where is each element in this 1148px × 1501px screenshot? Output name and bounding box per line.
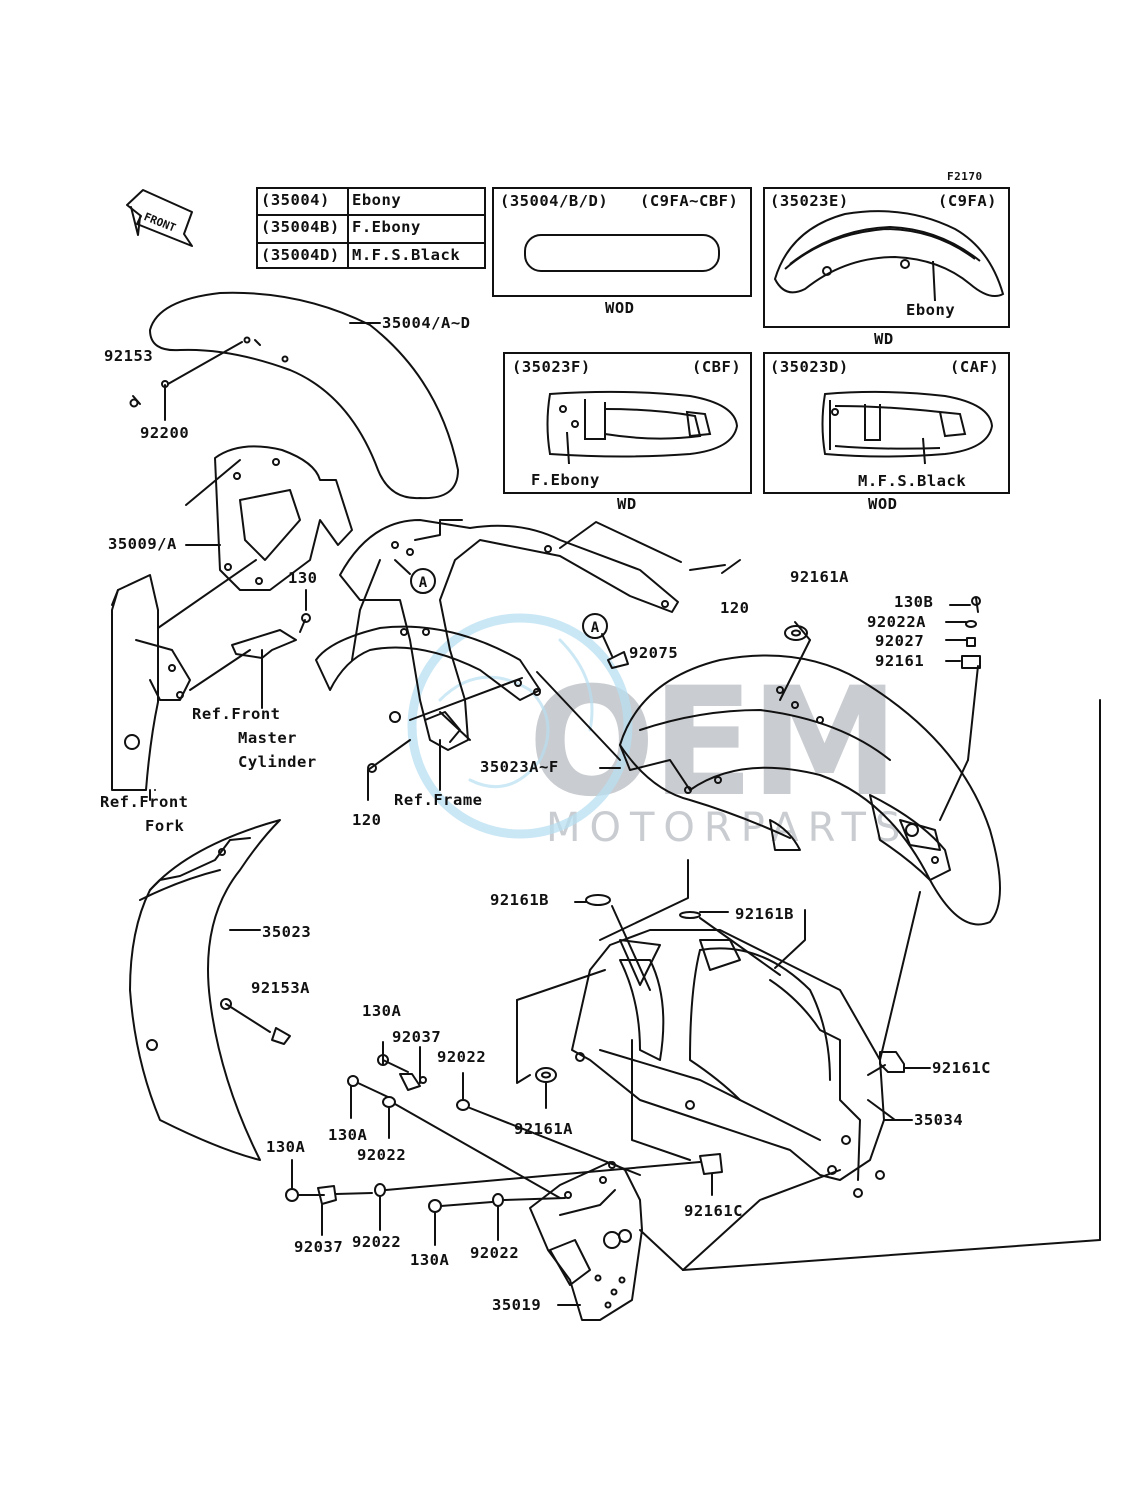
part-label-92027: 92027	[875, 632, 925, 650]
part-label-92161a-top: 92161A	[790, 568, 849, 586]
part-label-35023: 35023	[262, 923, 312, 941]
color-name-1: Ebony	[352, 191, 402, 209]
inset-2-caption: WD	[874, 330, 894, 348]
ref-front-master-cylinder-3: Cylinder	[238, 753, 317, 771]
rear-fender-febony-icon	[546, 390, 739, 465]
ref-frame: Ref.Frame	[394, 791, 483, 809]
part-label-92022a: 92022A	[867, 613, 926, 631]
part-label-92161c-bottom: 92161C	[684, 1202, 743, 1220]
inset-box-35023d	[763, 352, 1010, 494]
part-label-92037-2: 92037	[294, 1238, 344, 1256]
part-label-92022-4: 92022	[470, 1244, 520, 1262]
part-label-130a-3: 130A	[266, 1138, 306, 1156]
color-code-1: (35004)	[261, 191, 330, 209]
part-label-35019: 35019	[492, 1296, 542, 1314]
part-label-35023a-f: 35023A~F	[480, 758, 559, 776]
inset-1-caption: WOD	[605, 299, 635, 317]
part-label-130a-1: 130A	[362, 1002, 402, 1020]
ref-front-fork-2: Fork	[145, 817, 185, 835]
part-label-92153a: 92153A	[251, 979, 310, 997]
part-label-92161: 92161	[875, 652, 925, 670]
ref-a-marker-1: A	[419, 575, 428, 591]
inset-2-inner-label: Ebony	[906, 301, 956, 319]
part-label-92037-1: 92037	[392, 1028, 442, 1046]
inset-4-caption: WOD	[868, 495, 898, 513]
front-fork-shape	[111, 574, 191, 791]
part-label-120-bottom: 120	[352, 811, 382, 829]
watermark-subtitle: MOTORPARTS	[546, 805, 910, 851]
color-name-3: M.F.S.Black	[352, 246, 461, 264]
part-label-35004: 35004/A~D	[382, 314, 471, 332]
inset-1-code: (35004/B/D)	[500, 192, 609, 210]
rear-fender-ebony-icon	[773, 210, 1005, 302]
part-label-92161a-bottom: 92161A	[514, 1120, 573, 1138]
grommet-92161b-right	[679, 911, 701, 919]
part-label-130: 130	[288, 569, 318, 587]
inset-box-35023f	[503, 352, 752, 494]
inset-3-code: (35023F)	[512, 358, 591, 376]
part-label-120-top: 120	[720, 599, 750, 617]
part-label-35009: 35009/A	[108, 535, 177, 553]
inset-3-inner-label: F.Ebony	[531, 471, 600, 489]
inset-2-variant: (C9FA)	[938, 192, 997, 210]
ref-front-fork-1: Ref.Front	[100, 793, 189, 811]
inset-2-code: (35023E)	[770, 192, 849, 210]
color-code-2: (35004B)	[261, 218, 340, 236]
color-code-3: (35004D)	[261, 246, 340, 264]
inset-3-variant: (CBF)	[692, 358, 742, 376]
rear-fender-inner-shape	[571, 929, 885, 1198]
ref-a-circle-1	[410, 568, 436, 594]
inner-fender-35023-shape	[129, 819, 281, 1161]
rear-fender-shape	[619, 654, 1001, 926]
part-label-130a-4: 130A	[410, 1251, 450, 1269]
frame-shape	[315, 519, 679, 751]
part-label-92200: 92200	[140, 424, 190, 442]
front-arrow-icon	[126, 189, 193, 247]
inset-1-variant: (C9FA~CBF)	[640, 192, 739, 210]
ref-a-marker-2: A	[591, 620, 600, 636]
part-label-130b: 130B	[894, 593, 934, 611]
inset-4-variant: (CAF)	[950, 358, 1000, 376]
part-label-130a-2: 130A	[328, 1126, 368, 1144]
fender-bracket-shape	[214, 445, 353, 591]
stripe-decal-shape	[524, 234, 720, 272]
ref-front-master-cylinder-2: Master	[238, 729, 297, 747]
part-label-92153: 92153	[104, 347, 154, 365]
part-label-92161b-left: 92161B	[490, 891, 549, 909]
figure-code: F2170	[947, 170, 983, 183]
front-arrow-label: FRONT	[142, 210, 178, 235]
front-fender-shape	[149, 291, 459, 500]
inset-4-code: (35023D)	[770, 358, 849, 376]
inset-box-35023e	[763, 187, 1010, 328]
rear-fender-mfs-black-icon	[821, 390, 994, 465]
inset-3-caption: WD	[617, 495, 637, 513]
part-label-92022-3: 92022	[352, 1233, 402, 1251]
grommet-92161b-left	[585, 894, 611, 906]
inset-box-35004	[492, 187, 752, 297]
ref-front-master-cylinder-1: Ref.Front	[192, 705, 281, 723]
color-table	[256, 187, 486, 269]
color-name-2: F.Ebony	[352, 218, 421, 236]
part-label-92022-2: 92022	[357, 1146, 407, 1164]
part-label-92022-1: 92022	[437, 1048, 487, 1066]
part-label-92075: 92075	[629, 644, 679, 662]
plate-bracket-35019-shape	[529, 1161, 643, 1321]
master-cylinder-bracket-shape	[231, 629, 297, 659]
part-label-35034: 35034	[914, 1111, 964, 1129]
inset-4-inner-label: M.F.S.Black	[858, 472, 967, 490]
ref-a-circle-2	[582, 613, 608, 639]
part-label-92161c-right: 92161C	[932, 1059, 991, 1077]
part-label-92161b-right: 92161B	[735, 905, 794, 923]
